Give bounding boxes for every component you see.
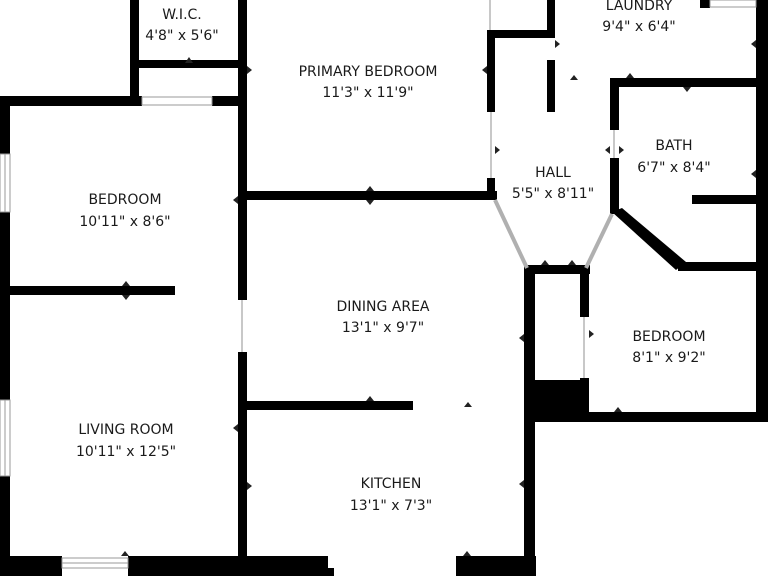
room-bath-dim: 6'7" x 8'4"	[637, 160, 710, 176]
wall-closet-right	[547, 60, 555, 112]
room-laundry-dim: 9'4" x 6'4"	[602, 19, 675, 35]
wall-wic-bottom	[130, 60, 242, 68]
wall-wic-left	[130, 0, 139, 100]
hall-angle-left	[493, 199, 529, 269]
wall-bedroom-right-bottom	[535, 412, 768, 422]
wall-exterior-left-a	[0, 96, 10, 154]
wall-hall-left-stub	[487, 178, 495, 200]
room-bedroom-right-name: BEDROOM	[632, 329, 705, 345]
room-living-room-dim: 10'11" x 12'5"	[76, 444, 176, 460]
room-kitchen: KITCHEN 13'1" x 7'3"	[350, 476, 432, 514]
wall-bath-inner	[692, 195, 768, 204]
wall-bedroom-top-left	[0, 96, 142, 106]
room-hall-name: HALL	[535, 165, 571, 181]
room-dining-area-dim: 13'1" x 9'7"	[342, 320, 424, 336]
wall-exterior-left-c	[0, 476, 10, 576]
wall-top-right-stub	[700, 0, 710, 8]
windows	[0, 0, 757, 569]
room-wic-dim: 4'8" x 5'6"	[145, 28, 218, 44]
wall-bath-bottom	[678, 262, 768, 271]
door-openings	[241, 0, 615, 378]
wall-exterior-right	[756, 0, 768, 422]
wall-bedroom-top-right	[212, 96, 247, 106]
wall-closet-top	[487, 30, 555, 38]
wall-bottom-stub	[318, 568, 334, 576]
room-bedroom-right-dim: 8'1" x 9'2"	[632, 350, 705, 366]
room-living-room-name: LIVING ROOM	[78, 422, 173, 438]
hall-angle-right	[584, 213, 614, 269]
wall-dining-kitchen	[247, 401, 413, 410]
room-laundry-name: LAUNDRY	[606, 0, 673, 14]
room-dining-area: DINING AREA 13'1" x 9'7"	[336, 299, 429, 336]
window-bedroom-top	[141, 96, 213, 106]
wall-kitchen-right	[524, 265, 535, 576]
room-primary-bedroom-dim: 11'3" x 11'9"	[322, 85, 413, 101]
room-laundry: LAUNDRY 9'4" x 6'4"	[602, 0, 675, 35]
wall-bath-left-lower	[610, 158, 619, 214]
wall-bottom-left	[0, 556, 62, 576]
wall-bottom-right	[456, 556, 536, 576]
wall-center-upper	[238, 64, 247, 300]
wall-primary-bottom	[247, 191, 497, 200]
wall-wic-right	[238, 0, 247, 68]
wall-bedroom-right-left-upper	[580, 265, 589, 317]
wall-center-lower	[238, 352, 247, 576]
wall-laundry-bottom	[610, 78, 768, 87]
measurement-marks	[121, 40, 756, 556]
window-laundry-top	[709, 0, 757, 8]
wall-closet-left	[487, 30, 495, 112]
wall-bath-diagonal	[612, 208, 686, 270]
room-hall: HALL 5'5" x 8'11"	[512, 165, 594, 202]
room-bath: BATH 6'7" x 8'4"	[637, 138, 710, 176]
room-bath-name: BATH	[655, 138, 692, 154]
wall-exterior-left-b	[0, 212, 10, 400]
room-primary-bedroom: PRIMARY BEDROOM 11'3" x 11'9"	[299, 64, 438, 101]
room-wic: W.I.C. 4'8" x 5'6"	[145, 7, 218, 44]
room-bedroom-right: BEDROOM 8'1" x 9'2"	[632, 329, 705, 366]
room-bedroom-left: BEDROOM 10'11" x 8'6"	[79, 192, 170, 230]
wall-bedroom-living	[10, 286, 175, 295]
room-hall-dim: 5'5" x 8'11"	[512, 186, 594, 202]
wall-bottom-middle	[128, 556, 328, 576]
room-kitchen-name: KITCHEN	[361, 476, 422, 492]
room-wic-name: W.I.C.	[162, 7, 202, 23]
room-bedroom-left-name: BEDROOM	[88, 192, 161, 208]
wall-bath-left-upper	[610, 78, 619, 130]
room-kitchen-dim: 13'1" x 7'3"	[350, 498, 432, 514]
room-living-room: LIVING ROOM 10'11" x 12'5"	[76, 422, 176, 460]
room-bedroom-left-dim: 10'11" x 8'6"	[79, 214, 170, 230]
wall-hall-bottom	[524, 265, 590, 274]
room-dining-area-name: DINING AREA	[336, 299, 429, 315]
wall-closet-right-top	[547, 0, 555, 38]
room-primary-bedroom-name: PRIMARY BEDROOM	[299, 64, 438, 80]
